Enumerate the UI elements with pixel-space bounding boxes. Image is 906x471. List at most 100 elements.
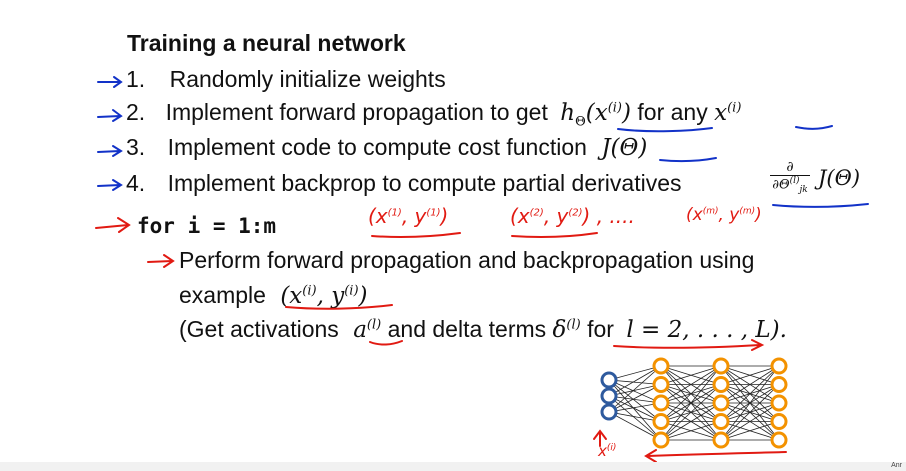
handwritten-pair-2: (x(2), y(2)) , ....	[510, 204, 635, 228]
step-text-after: for any	[637, 99, 708, 125]
hidden-neuron	[652, 394, 670, 412]
hidden-neuron	[652, 357, 670, 375]
step-number: 3.	[126, 134, 146, 160]
network-edge	[660, 421, 722, 441]
hidden-neuron	[770, 431, 788, 449]
network-edge	[720, 365, 780, 422]
underline-pair-1	[371, 232, 461, 238]
math-partial-tail: J(Θ)	[818, 166, 861, 190]
step-text: Randomly initialize weights	[169, 66, 446, 92]
arrow-icon	[97, 76, 123, 88]
network-edge	[608, 379, 662, 404]
underline-derivative	[772, 203, 869, 208]
step-number: 2.	[126, 99, 146, 125]
inner-line-3: (Get activations a(l) and delta terms δ(…	[179, 316, 787, 343]
arrow-icon	[97, 179, 123, 191]
hidden-neuron	[712, 413, 730, 430]
handwritten-pair-1: (x(1), y(1))	[368, 204, 449, 228]
step-arrows	[97, 76, 123, 191]
network-edge	[608, 379, 662, 422]
network-edge	[608, 365, 662, 397]
math-activation: a(l)	[353, 317, 382, 343]
handwritten-pair-m: (x(m), y(m))	[686, 205, 762, 225]
network-edge	[720, 365, 780, 404]
network-edge	[608, 395, 662, 422]
inner-text-for: for	[587, 316, 614, 342]
step-4: 4. Implement backprop to compute partial…	[126, 170, 682, 197]
input-neuron	[600, 387, 618, 405]
arrow-icon	[95, 217, 131, 233]
step-1: 1. Randomly initialize weights	[126, 66, 446, 93]
partial-numerator: ∂	[786, 159, 794, 175]
inner-text-activations: (Get activations	[179, 316, 339, 342]
network-edge	[608, 365, 662, 413]
input-neuron	[600, 403, 618, 421]
handwritten-x-i: x(i)	[598, 442, 617, 460]
math-cost: J(Θ)	[601, 135, 648, 161]
network-edge	[660, 384, 722, 441]
math-hypothesis: hΘ(x(i))	[560, 100, 631, 130]
arrow-icon	[97, 145, 123, 157]
network-edge	[660, 365, 722, 385]
hidden-neuron	[652, 376, 670, 393]
code-for-loop: for i = 1:m	[137, 214, 277, 238]
network-edge	[660, 365, 722, 441]
hidden-neuron	[712, 376, 730, 393]
step-number: 4.	[126, 170, 146, 196]
step-number: 1.	[126, 66, 146, 92]
input-neuron	[600, 371, 618, 389]
hidden-neuron	[712, 431, 730, 449]
hidden-neuron	[652, 413, 670, 430]
hidden-neuron	[652, 431, 670, 449]
bottom-bar	[0, 462, 906, 471]
network-edge	[608, 395, 662, 441]
step-3: 3. Implement code to compute cost functi…	[126, 134, 647, 161]
red-arrows	[95, 217, 175, 268]
hidden-neuron	[770, 357, 788, 375]
inner-line-2: example (x(i), y(i))	[179, 282, 368, 309]
network-edge	[720, 384, 780, 441]
hidden-neuron	[770, 376, 788, 393]
inner-text-example: example	[179, 282, 266, 308]
network-edge	[608, 379, 662, 441]
step-text: Implement code to compute cost function	[167, 134, 587, 160]
network-edge	[720, 421, 780, 441]
network-edge	[608, 365, 662, 381]
arrow-icon	[147, 254, 175, 268]
network-edge	[660, 365, 722, 404]
network-edge	[660, 402, 722, 441]
step-text: Implement backprop to compute partial de…	[167, 170, 682, 196]
arrow-icon	[97, 109, 123, 122]
hidden-neuron	[770, 413, 788, 430]
math-layer-range: l = 2, . . . , L).	[626, 317, 787, 343]
neural-network-diagram	[600, 357, 788, 449]
underline-cost	[659, 157, 717, 163]
inner-text-delta: and delta terms	[387, 316, 547, 342]
underline-pair-2	[511, 232, 598, 238]
math-x-i: x(i)	[714, 100, 742, 126]
arrow-up-icon	[593, 429, 607, 447]
network-edge	[608, 379, 662, 385]
network-edge	[608, 395, 662, 404]
underline-example-pair	[285, 304, 393, 310]
network-edge	[720, 365, 780, 385]
hidden-neuron	[712, 394, 730, 412]
network-edge	[720, 402, 780, 441]
inner-line-1: Perform forward propagation and backprop…	[179, 247, 755, 273]
network-edge	[720, 365, 780, 441]
hidden-neuron	[712, 357, 730, 375]
underline-x-i	[795, 125, 833, 130]
slide-title: Training a neural network	[127, 30, 406, 56]
network-edge	[608, 411, 662, 422]
network-edge	[608, 411, 662, 441]
network-edge	[608, 384, 662, 397]
step-2: 2. Implement forward propagation to get …	[126, 99, 741, 130]
network-edge	[660, 365, 722, 422]
hidden-neuron	[770, 394, 788, 412]
underlines-red	[285, 232, 787, 463]
underline-hypothesis	[617, 127, 713, 133]
corner-label: Anr	[891, 462, 902, 469]
underline-activation	[369, 340, 403, 346]
